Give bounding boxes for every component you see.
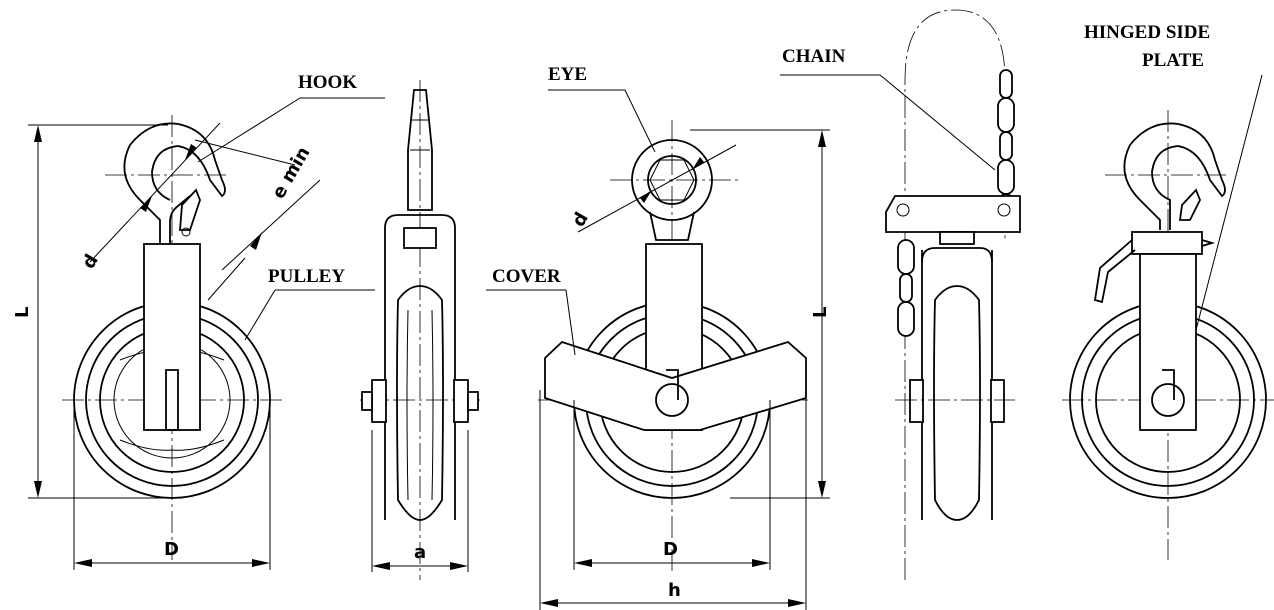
chain-label: CHAIN	[782, 46, 846, 67]
eye-cover-front-view	[486, 89, 830, 610]
dim-e-min: e min	[268, 143, 314, 202]
side-view	[360, 80, 480, 580]
eye-label: EYE	[548, 64, 587, 85]
hook-pulley-front-view	[28, 97, 385, 570]
hinged-side-plate-label-line2: PLATE	[1142, 50, 1204, 71]
dim-d-hook: d	[78, 251, 103, 273]
chain-side-view	[780, 9, 1021, 580]
dim-h: h	[668, 580, 681, 601]
hook-label: HOOK	[298, 72, 357, 93]
dim-D-right: D	[663, 539, 678, 560]
hinged-side-plate-label-line1: HINGED SIDE	[1084, 22, 1210, 43]
hinged-side-plate-view	[1062, 74, 1274, 560]
dim-L-left: L	[12, 307, 33, 318]
pulley-label: PULLEY	[268, 266, 345, 287]
dim-a: a	[414, 542, 426, 563]
cover-label: COVER	[492, 266, 561, 287]
dim-L-right: L	[810, 307, 831, 318]
dim-D-left: D	[164, 539, 179, 560]
dim-d-eye: d	[568, 209, 593, 231]
